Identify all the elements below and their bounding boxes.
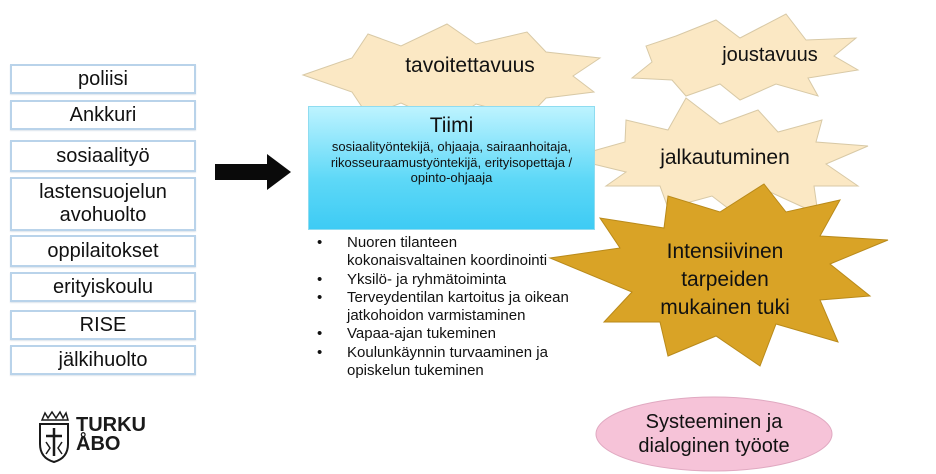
box-jalkihuolto: jälkihuolto: [10, 345, 196, 375]
ellipse-text: Systeeminen ja dialoginen työote: [597, 398, 831, 470]
ellipse-line: dialoginen työote: [638, 435, 790, 457]
box-label: Ankkuri: [69, 103, 137, 126]
box-erityiskoulu: erityiskoulu: [10, 272, 196, 302]
box-label: poliisi: [77, 67, 129, 90]
star-jalkautuminen: [566, 97, 869, 223]
logo-text: TURKU ÅBO: [76, 414, 146, 455]
list-item-text: Nuoren tilanteen kokonaisvaltainen koord…: [347, 234, 548, 270]
star-text-line: tarpeiden: [681, 268, 769, 291]
ellipse-systeeminen: [595, 396, 833, 472]
crest-icon: [39, 410, 69, 464]
bullet-list: •Nuoren tilanteen kokonaisvaltainen koor…: [315, 234, 575, 380]
star-tavoitettavuus: [301, 23, 602, 125]
list-item-text: Vapaa-ajan tukeminen: [347, 325, 496, 343]
star-text-line: Intensiivinen: [666, 240, 784, 263]
list-item-text: Terveydentilan kartoitus ja oikean jatko…: [347, 288, 569, 325]
ellipse-line: Systeeminen ja: [645, 411, 783, 433]
box-label: lastensuojelun avohuolto: [39, 181, 167, 226]
box-oppilaitokset: oppilaitokset: [10, 235, 196, 267]
list-item: •Terveydentilan kartoitus ja oikean jatk…: [317, 288, 569, 325]
list-item-text: Koulunkäynnin turvaaminen ja opiskelun t…: [347, 343, 548, 380]
box-ankkuri: Ankkuri: [10, 100, 196, 130]
turku-abo-logo: TURKU ÅBO: [36, 410, 156, 466]
star-text-jalkautuminen: jalkautuminen: [660, 146, 790, 169]
box-label: erityiskoulu: [52, 275, 154, 298]
logo-line: TURKU: [76, 414, 146, 436]
list-item-text: Yksilö- ja ryhmätoiminta: [347, 270, 507, 288]
list-item: •Koulunkäynnin turvaaminen ja opiskelun …: [317, 343, 548, 380]
team-box: Tiimi sosiaalityöntekijä, ohjaaja, saira…: [308, 106, 595, 230]
right-arrow-icon: [215, 154, 291, 190]
list-item: •Yksilö- ja ryhmätoiminta: [317, 270, 507, 288]
star-text-line: mukainen tuki: [660, 296, 790, 319]
box-label: RISE: [79, 313, 127, 336]
box-lastensuojelu: lastensuojelun avohuolto: [10, 177, 196, 231]
team-title: Tiimi: [429, 114, 474, 137]
box-label: sosiaalityö: [56, 144, 150, 167]
star-intensiivinen: [548, 183, 889, 367]
star-text-joustavuus: joustavuus: [722, 44, 818, 66]
logo-line: ÅBO: [76, 433, 121, 455]
box-sosiaalityo: sosiaalityö: [10, 140, 196, 172]
star-joustavuus: [630, 13, 860, 101]
team-members: sosiaalityöntekijä, ohjaaja, sairaanhoit…: [330, 139, 573, 185]
list-item: •Nuoren tilanteen kokonaisvaltainen koor…: [317, 234, 548, 270]
box-label: jälkihuolto: [58, 348, 148, 371]
star-text-intensiivinen: Intensiivinen tarpeiden mukainen tuki: [640, 238, 810, 322]
list-item: •Vapaa-ajan tukeminen: [317, 325, 496, 343]
box-rise: RISE: [10, 310, 196, 340]
box-label: oppilaitokset: [47, 239, 159, 262]
star-text-tavoitettavuus: tavoitettavuus: [405, 54, 535, 77]
box-poliisi: poliisi: [10, 64, 196, 94]
